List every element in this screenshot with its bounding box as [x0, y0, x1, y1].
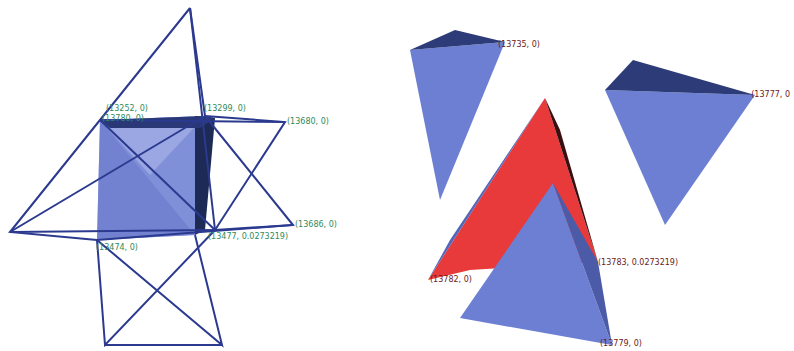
vertex-label: (13783, 0.0273219) — [598, 258, 678, 267]
vertex-label: (13782, 0) — [430, 275, 472, 284]
vertex-label: (13686, 0) — [295, 220, 337, 229]
tetrahedron — [605, 60, 755, 95]
shaded-face — [97, 116, 205, 240]
shaded-face — [97, 120, 195, 240]
tetrahedron — [410, 42, 505, 200]
wireframe — [10, 8, 293, 345]
vertex-label: (13474, 0) — [96, 243, 138, 252]
tetrahedron — [410, 30, 505, 50]
vertex-label: (13680, 0) — [287, 117, 329, 126]
vertex-label: (13477, 0.0273219) — [208, 232, 288, 241]
vertex-label: (13780, 0) — [102, 114, 144, 123]
vertex-label: (13252, 0) — [106, 104, 148, 113]
vertex-label: (13777, 0 — [751, 90, 790, 99]
vertex-label: (13299, 0) — [204, 104, 246, 113]
vertex-label: (13779, 0) — [600, 339, 642, 348]
tetrahedron — [605, 90, 755, 225]
tetrahedron — [460, 183, 612, 345]
vertex-label: (13735, 0) — [498, 40, 540, 49]
